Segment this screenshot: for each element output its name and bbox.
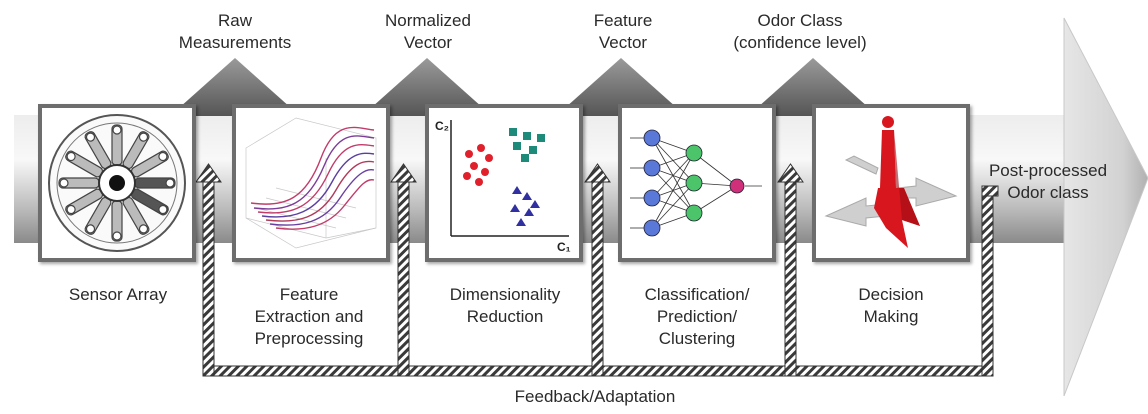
- decision-arrows-icon: [824, 116, 958, 248]
- stage-label-sensor-array: Sensor Array: [68, 285, 168, 304]
- neural-network-icon: [630, 129, 762, 237]
- feature-extraction-panel: [232, 104, 390, 262]
- feedback-loop: [195, 163, 999, 377]
- output-bump-3: [556, 58, 686, 116]
- blue-cluster: [510, 186, 540, 226]
- feedback-label: Feedback/Adaptation: [514, 387, 676, 406]
- stage-label-feature-extraction: Feature Extraction and Preprocessing: [254, 285, 364, 348]
- classification-panel: [618, 104, 776, 262]
- red-cluster: [463, 144, 493, 186]
- result-label-post-processed: Post-processed Odor class: [988, 161, 1108, 202]
- output-bump-4: [748, 58, 878, 116]
- sensor-array-icon: [48, 114, 186, 252]
- output-label-raw-measurements: Raw Measurements: [178, 11, 292, 52]
- output-label-normalized-vector: Normalized Vector: [385, 11, 471, 52]
- arrow-head: [1064, 18, 1148, 396]
- cluster-scatter-icon: C₂ C₁: [435, 119, 571, 254]
- stage-label-dimensionality-reduction: Dimensionality Reduction: [449, 285, 561, 326]
- output-label-feature-vector: Feature Vector: [593, 11, 653, 52]
- stage-label-classification: Classification/ Prediction/ Clustering: [644, 285, 750, 348]
- decision-making-panel: [812, 104, 970, 262]
- scatter-x-axis-label: C₁: [557, 240, 571, 254]
- sensor-array-panel: [38, 104, 196, 262]
- output-bump-1: [170, 58, 300, 116]
- output-bump-2: [362, 58, 492, 116]
- surface-plot-icon: [245, 117, 377, 249]
- output-label-odor-class: Odor Class (confidence level): [733, 11, 867, 52]
- dimensionality-reduction-panel: C₂ C₁: [425, 104, 583, 262]
- scatter-y-axis-label: C₂: [435, 119, 449, 133]
- teal-cluster: [509, 128, 545, 162]
- stage-label-decision-making: Decision Making: [858, 285, 924, 326]
